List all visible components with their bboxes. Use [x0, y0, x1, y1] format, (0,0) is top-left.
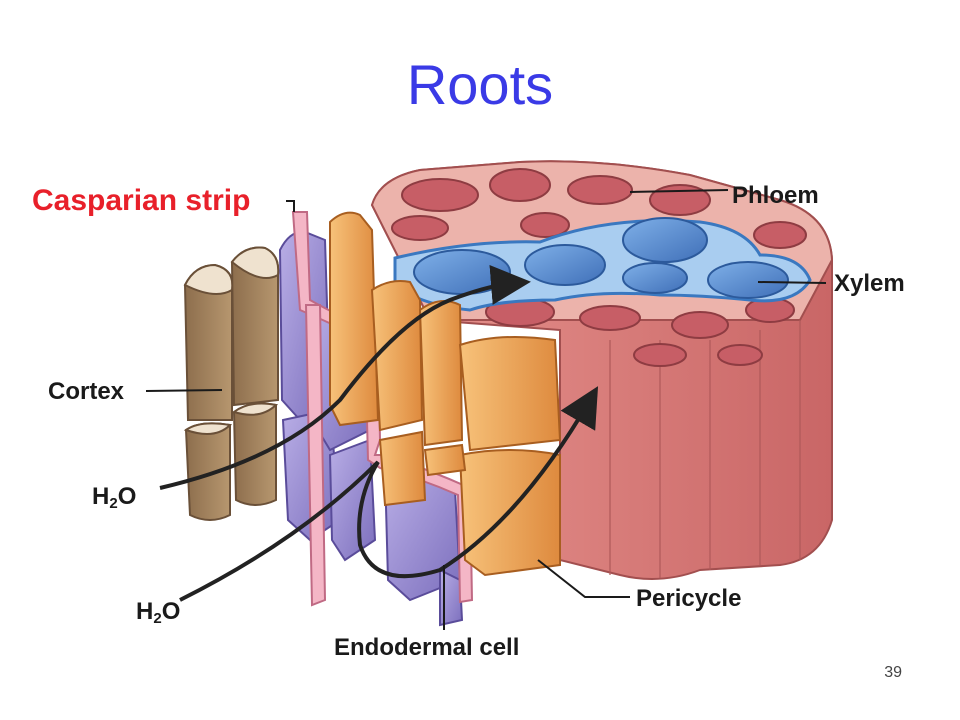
cortex-cells: [183, 246, 280, 521]
xylem-label: Xylem: [834, 270, 905, 297]
page-number: 39: [884, 664, 902, 681]
cortex-label: Cortex: [48, 378, 125, 405]
water-label-upper-o: O: [117, 483, 137, 510]
leader-lines: [145, 189, 827, 630]
water-label-lower: H2O: [136, 598, 180, 627]
slide-title: Roots: [406, 53, 554, 116]
water-label-lower-h: H: [136, 598, 154, 625]
endodermal-cell-label: Endodermal cell: [334, 634, 520, 661]
phloem-label: Phloem: [732, 182, 819, 209]
water-label-lower-sub: 2: [153, 610, 162, 627]
water-label-lower-o: O: [161, 598, 181, 625]
casparian-strip-label: Casparian strip: [32, 184, 251, 217]
water-label-upper-h: H: [92, 483, 110, 510]
water-path-arrows: [159, 264, 599, 602]
water-label-upper: H2O: [92, 483, 136, 512]
water-label-upper-sub: 2: [109, 495, 118, 512]
phloem-cells: [391, 168, 807, 367]
pericycle-label: Pericycle: [636, 585, 742, 612]
